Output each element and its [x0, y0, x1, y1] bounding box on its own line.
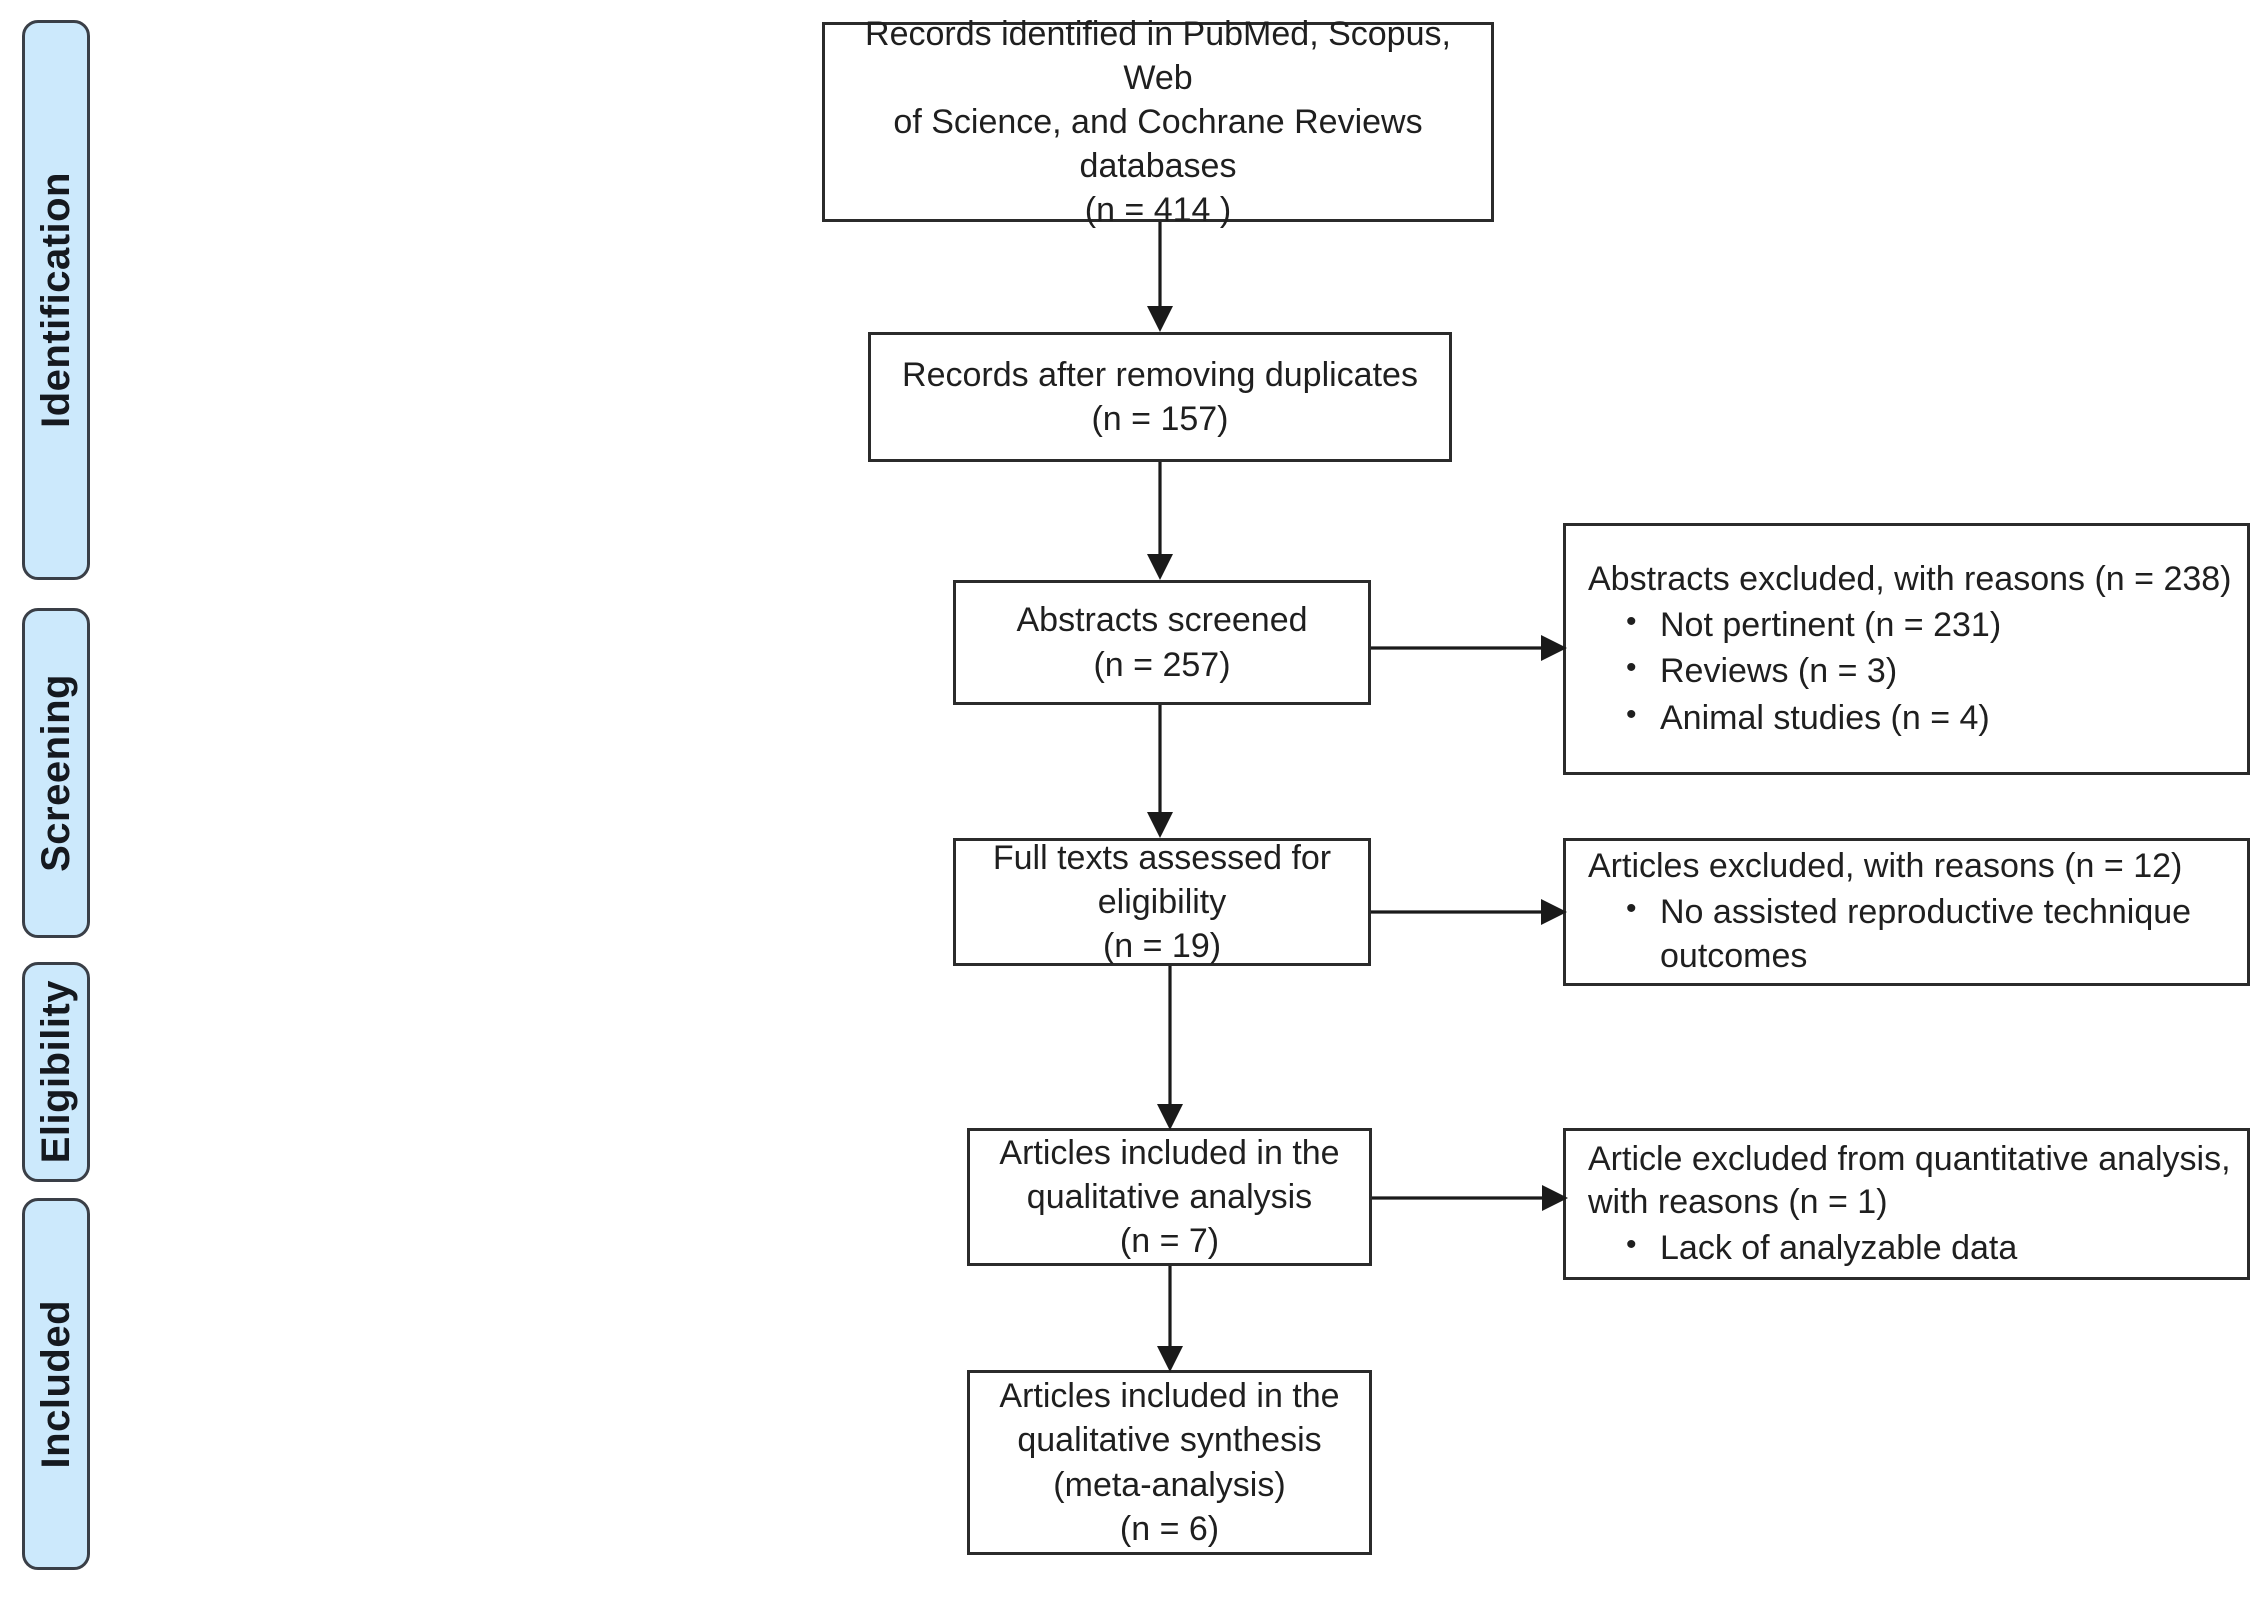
box-records-after-duplicates: Records after removing duplicates (n = 1…	[868, 332, 1452, 462]
box-full-texts-assessed: Full texts assessed for eligibility (n =…	[953, 838, 1371, 966]
list-item: Lack of analyzable data	[1588, 1225, 2233, 1270]
box-qualitative-synthesis-text: Articles included in the qualitative syn…	[999, 1377, 1340, 1548]
box-records-identified: Records identified in PubMed, Scopus, We…	[822, 15, 1494, 229]
box-abstracts-excluded-heading: Abstracts excluded, with reasons (n = 23…	[1588, 560, 2232, 599]
box-records-identified-text: Records identified in PubMed, Scopus, We…	[865, 14, 1451, 230]
quantitative-excluded-reason-list: Lack of analyzable data	[1588, 1225, 2233, 1270]
arrow-full-texts-to-qualitative-analysis	[1157, 966, 1183, 1130]
box-abstracts-screened: Abstracts screened (n = 257)	[953, 580, 1371, 705]
box-abstracts-excluded: Abstracts excluded, with reasons (n = 23…	[1563, 523, 2250, 775]
box-articles-excluded-heading: Articles excluded, with reasons (n = 12)	[1588, 847, 2183, 886]
articles-excluded-reason-list: No assisted reproductive technique outco…	[1588, 889, 2233, 978]
arrow-abstracts-screened-to-full-texts	[1147, 705, 1173, 838]
box-abstracts-screened-text: Abstracts screened (n = 257)	[1016, 601, 1308, 684]
phase-tab-included: Included	[22, 1198, 90, 1570]
list-item: Not pertinent (n = 231)	[1588, 602, 2233, 647]
box-qualitative-synthesis: Articles included in the qualitative syn…	[967, 1370, 1372, 1555]
box-qualitative-analysis-text: Articles included in the qualitative ana…	[999, 1133, 1340, 1261]
phase-tab-eligibility: Eligibility	[22, 962, 90, 1182]
box-qualitative-analysis: Articles included in the qualitative ana…	[967, 1128, 1372, 1266]
phase-label-identification: Identification	[33, 172, 78, 428]
phase-tab-identification: Identification	[22, 20, 90, 580]
list-item: Animal studies (n = 4)	[1588, 694, 2233, 740]
box-quantitative-excluded: Article excluded from quantitative analy…	[1563, 1128, 2250, 1280]
arrow-qualitative-analysis-to-qualitative-synthesis	[1157, 1266, 1183, 1372]
list-item: No assisted reproductive technique outco…	[1588, 889, 2233, 978]
phase-label-eligibility: Eligibility	[33, 980, 78, 1164]
arrow-after-duplicates-to-abstracts-screened	[1147, 462, 1173, 580]
phase-label-screening: Screening	[33, 674, 78, 872]
box-records-after-duplicates-text: Records after removing duplicates (n = 1…	[902, 355, 1418, 438]
list-item: Reviews (n = 3)	[1588, 648, 2233, 693]
phase-label-included: Included	[33, 1299, 78, 1469]
box-full-texts-assessed-text: Full texts assessed for eligibility (n =…	[992, 838, 1332, 966]
arrow-abstracts-screened-to-abstracts-excluded	[1371, 635, 1567, 661]
phase-tab-screening: Screening	[22, 608, 90, 938]
abstracts-excluded-reason-list: Not pertinent (n = 231) Reviews (n = 3) …	[1588, 602, 2233, 740]
arrow-full-texts-to-articles-excluded	[1371, 899, 1567, 925]
box-articles-excluded: Articles excluded, with reasons (n = 12)…	[1563, 838, 2250, 986]
box-quantitative-excluded-heading: Article excluded from quantitative analy…	[1588, 1140, 2231, 1221]
arrow-identified-to-after-duplicates	[1147, 222, 1173, 332]
arrow-qualitative-analysis-to-quantitative-excluded	[1372, 1185, 1568, 1211]
